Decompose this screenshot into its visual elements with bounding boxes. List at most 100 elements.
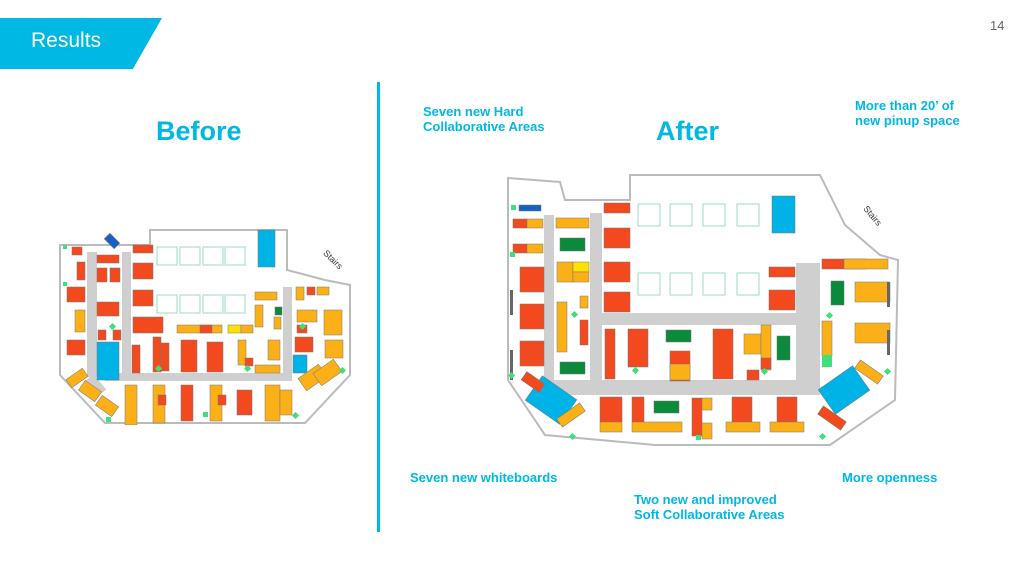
corridor [122, 252, 131, 377]
workstation-red [236, 389, 253, 416]
workstation-red [76, 261, 86, 281]
workstation-orange [579, 295, 589, 309]
workstation-yellow [227, 324, 242, 334]
workstation-orange [279, 389, 293, 416]
workstation-orange [296, 309, 318, 323]
workstation-orange [631, 421, 683, 433]
workstation-orange [316, 286, 330, 296]
callout-line: Seven new Hard [423, 104, 524, 119]
plant-icon [243, 364, 252, 373]
workstation-red [627, 328, 649, 368]
workstation-orange [323, 309, 343, 336]
workstation-red [776, 396, 798, 423]
before-title: Before [156, 116, 242, 146]
plant-icon [511, 205, 516, 210]
workstation-orange [556, 301, 568, 353]
workstation-orange [78, 380, 102, 402]
plant-icon [298, 322, 307, 331]
workstation-red [96, 254, 120, 264]
callout-soft-collab: Two new and improved Soft Collaborative … [634, 492, 785, 522]
workstation-red [519, 340, 545, 367]
workstation-red [157, 394, 167, 406]
workstation-red [512, 243, 528, 254]
workstation-orange [854, 322, 891, 344]
workstation-orange [843, 258, 889, 270]
workstation-red [712, 328, 734, 380]
wall-segment [887, 330, 890, 355]
workstation-red [132, 262, 154, 280]
soft-collab-area [771, 195, 796, 234]
workstation-red [603, 291, 631, 313]
workstation-orange [254, 304, 264, 328]
meeting-room [202, 294, 224, 314]
workstation-red [817, 405, 847, 431]
workstation-red [217, 394, 227, 406]
whiteboard [830, 280, 845, 306]
plant-icon [108, 322, 117, 331]
callout-line: Collaborative Areas [423, 119, 545, 134]
plant-icon [154, 364, 163, 373]
workstation-orange [65, 367, 89, 389]
meeting-room [702, 272, 726, 296]
section-title: Results [31, 29, 102, 52]
workstation-orange [95, 395, 119, 417]
workstation-red [768, 266, 796, 278]
plant-icon [63, 245, 67, 249]
corridor [105, 373, 290, 381]
section-banner: Results [0, 18, 162, 69]
workstation-red [112, 329, 122, 341]
workstation-red [520, 371, 546, 393]
meeting-room [156, 246, 178, 266]
callout-hard-collab: Seven new Hard Collaborative Areas [423, 104, 545, 134]
whiteboard [653, 400, 680, 414]
storage [518, 204, 542, 212]
workstation-orange [556, 261, 574, 283]
workstation-red [603, 202, 631, 214]
meeting-room [179, 294, 201, 314]
workstation-red [603, 227, 631, 249]
callout-whiteboards: Seven new whiteboards [410, 470, 558, 485]
workstation-orange [312, 358, 343, 387]
workstation-red [96, 267, 108, 283]
wall-segment [887, 282, 890, 307]
corridor [590, 213, 602, 393]
whiteboard [274, 306, 283, 316]
corridor [87, 252, 97, 377]
meeting-room [669, 272, 693, 296]
workstation-red [199, 324, 213, 334]
workstation-orange [854, 281, 891, 303]
soft-collab-area [292, 354, 308, 374]
page-number: 14 [990, 18, 1005, 33]
workstation-orange [124, 384, 138, 425]
plant-icon [822, 355, 832, 367]
callout-line: Two new and improved [634, 492, 777, 507]
corridor [544, 215, 554, 395]
workstation-red [294, 336, 314, 353]
meeting-room [669, 203, 693, 227]
workstation-yellow [572, 261, 590, 273]
divider [377, 82, 380, 532]
callout-line: Soft Collaborative Areas [634, 507, 785, 522]
callout-line: new pinup space [855, 113, 960, 128]
workstation-red [66, 339, 86, 356]
plant-icon [507, 371, 516, 380]
workstation-red [109, 267, 121, 283]
stairs-label: Stairs [321, 248, 345, 272]
corridor [85, 374, 107, 396]
after-floor-plan: Stairs [507, 174, 900, 446]
plant-icon [203, 412, 208, 417]
workstation-orange [254, 364, 281, 374]
callout-line: More than 20’ of [855, 98, 954, 113]
plant-icon [883, 367, 892, 376]
callout-openness: More openness [842, 470, 938, 485]
workstation-orange [821, 320, 833, 357]
meeting-room [637, 272, 661, 296]
after-title: After [656, 116, 720, 146]
plant-icon [63, 282, 67, 286]
workstation-orange [273, 316, 282, 330]
workstation-orange [556, 402, 586, 428]
plant-icon [510, 252, 515, 257]
workstation-orange [264, 384, 281, 422]
workstation-red [603, 261, 631, 283]
floor-outline [507, 174, 900, 446]
